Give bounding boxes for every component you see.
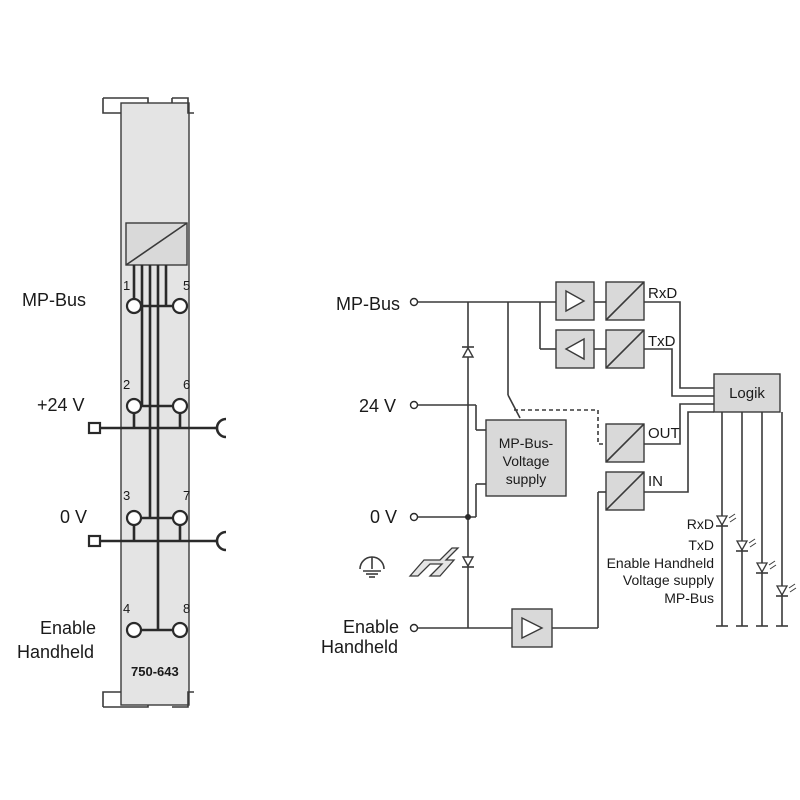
led-label-txd: TxD bbox=[688, 537, 714, 553]
part-number: 750-643 bbox=[131, 664, 179, 679]
terminal-number-8: 8 bbox=[183, 601, 190, 616]
schematic-label-mp-bus: MP-Bus bbox=[336, 294, 400, 314]
out-isolator bbox=[605, 423, 645, 463]
logic-label: Logik bbox=[729, 385, 765, 402]
left-label-mp-bus: MP-Bus bbox=[22, 290, 86, 310]
signal-in: IN bbox=[648, 473, 663, 490]
led-labels: RxD TxD Enable Handheld Voltage supply M… bbox=[607, 516, 714, 606]
led-label-rxd: RxD bbox=[687, 516, 714, 532]
module-internal-wiring bbox=[100, 265, 214, 632]
rxd-isolator bbox=[605, 281, 645, 321]
left-label-plus-24v: +24 V bbox=[37, 395, 85, 415]
led-icon bbox=[735, 538, 757, 552]
schematic-wiring bbox=[418, 301, 788, 629]
logic-box: Logik bbox=[713, 373, 781, 413]
led-label-voltage-supply: Voltage supply bbox=[623, 572, 714, 588]
din-rail-icon bbox=[408, 547, 460, 577]
left-label-0v: 0 V bbox=[60, 507, 87, 527]
led-label-mp-bus: MP-Bus bbox=[664, 590, 714, 606]
led-label-enable-handheld: Enable Handheld bbox=[607, 555, 714, 571]
schematic-label-24v: 24 V bbox=[359, 396, 396, 416]
enable-amplifier bbox=[511, 608, 553, 648]
terminal-1 bbox=[125, 297, 143, 315]
signal-txd: TxD bbox=[648, 333, 676, 350]
terminal-number-2: 2 bbox=[123, 377, 130, 392]
terminal-number-7: 7 bbox=[183, 488, 190, 503]
terminal-2 bbox=[125, 397, 143, 415]
left-label-enable: Enable bbox=[40, 618, 96, 638]
terminal-6 bbox=[171, 397, 189, 415]
terminal-5 bbox=[171, 297, 189, 315]
signal-out: OUT bbox=[648, 425, 680, 442]
txd-isolator bbox=[605, 329, 645, 369]
module-terminals bbox=[125, 297, 189, 639]
supply-line-1: MP-Bus- bbox=[499, 435, 554, 451]
schematic-label-enable: Enable bbox=[343, 617, 399, 637]
terminal-3 bbox=[125, 509, 143, 527]
junction-dot bbox=[465, 514, 471, 520]
terminal-4 bbox=[125, 621, 143, 639]
terminal-number-5: 5 bbox=[183, 278, 190, 293]
schematic-label-0v: 0 V bbox=[370, 507, 397, 527]
supply-line-2: Voltage bbox=[503, 453, 550, 469]
ground-icon bbox=[359, 556, 385, 578]
terminal-7 bbox=[171, 509, 189, 527]
terminal-number-1: 1 bbox=[123, 278, 130, 293]
led-icon bbox=[775, 583, 797, 597]
terminal-number-4: 4 bbox=[123, 601, 130, 616]
terminal-8 bbox=[171, 621, 189, 639]
left-label-handheld: Handheld bbox=[17, 642, 94, 662]
module-terminal-numbers: 1 5 2 6 3 7 4 8 bbox=[123, 278, 190, 616]
signal-rxd: RxD bbox=[648, 285, 677, 302]
module-converter-block bbox=[125, 222, 188, 266]
terminal-number-6: 6 bbox=[183, 377, 190, 392]
schematic-label-handheld: Handheld bbox=[321, 637, 398, 657]
rail-diodes bbox=[461, 346, 475, 568]
led-icon bbox=[715, 513, 737, 527]
rx-amplifier bbox=[555, 281, 595, 321]
status-leds bbox=[715, 513, 797, 597]
in-isolator bbox=[605, 471, 645, 511]
led-icon bbox=[755, 560, 777, 574]
terminal-number-3: 3 bbox=[123, 488, 130, 503]
schematic-input-terminals bbox=[409, 297, 419, 633]
supply-line-3: supply bbox=[506, 471, 546, 487]
voltage-supply-box: MP-Bus- Voltage supply bbox=[485, 419, 567, 497]
tx-amplifier bbox=[555, 329, 595, 369]
module-rail-contacts bbox=[87, 417, 227, 552]
